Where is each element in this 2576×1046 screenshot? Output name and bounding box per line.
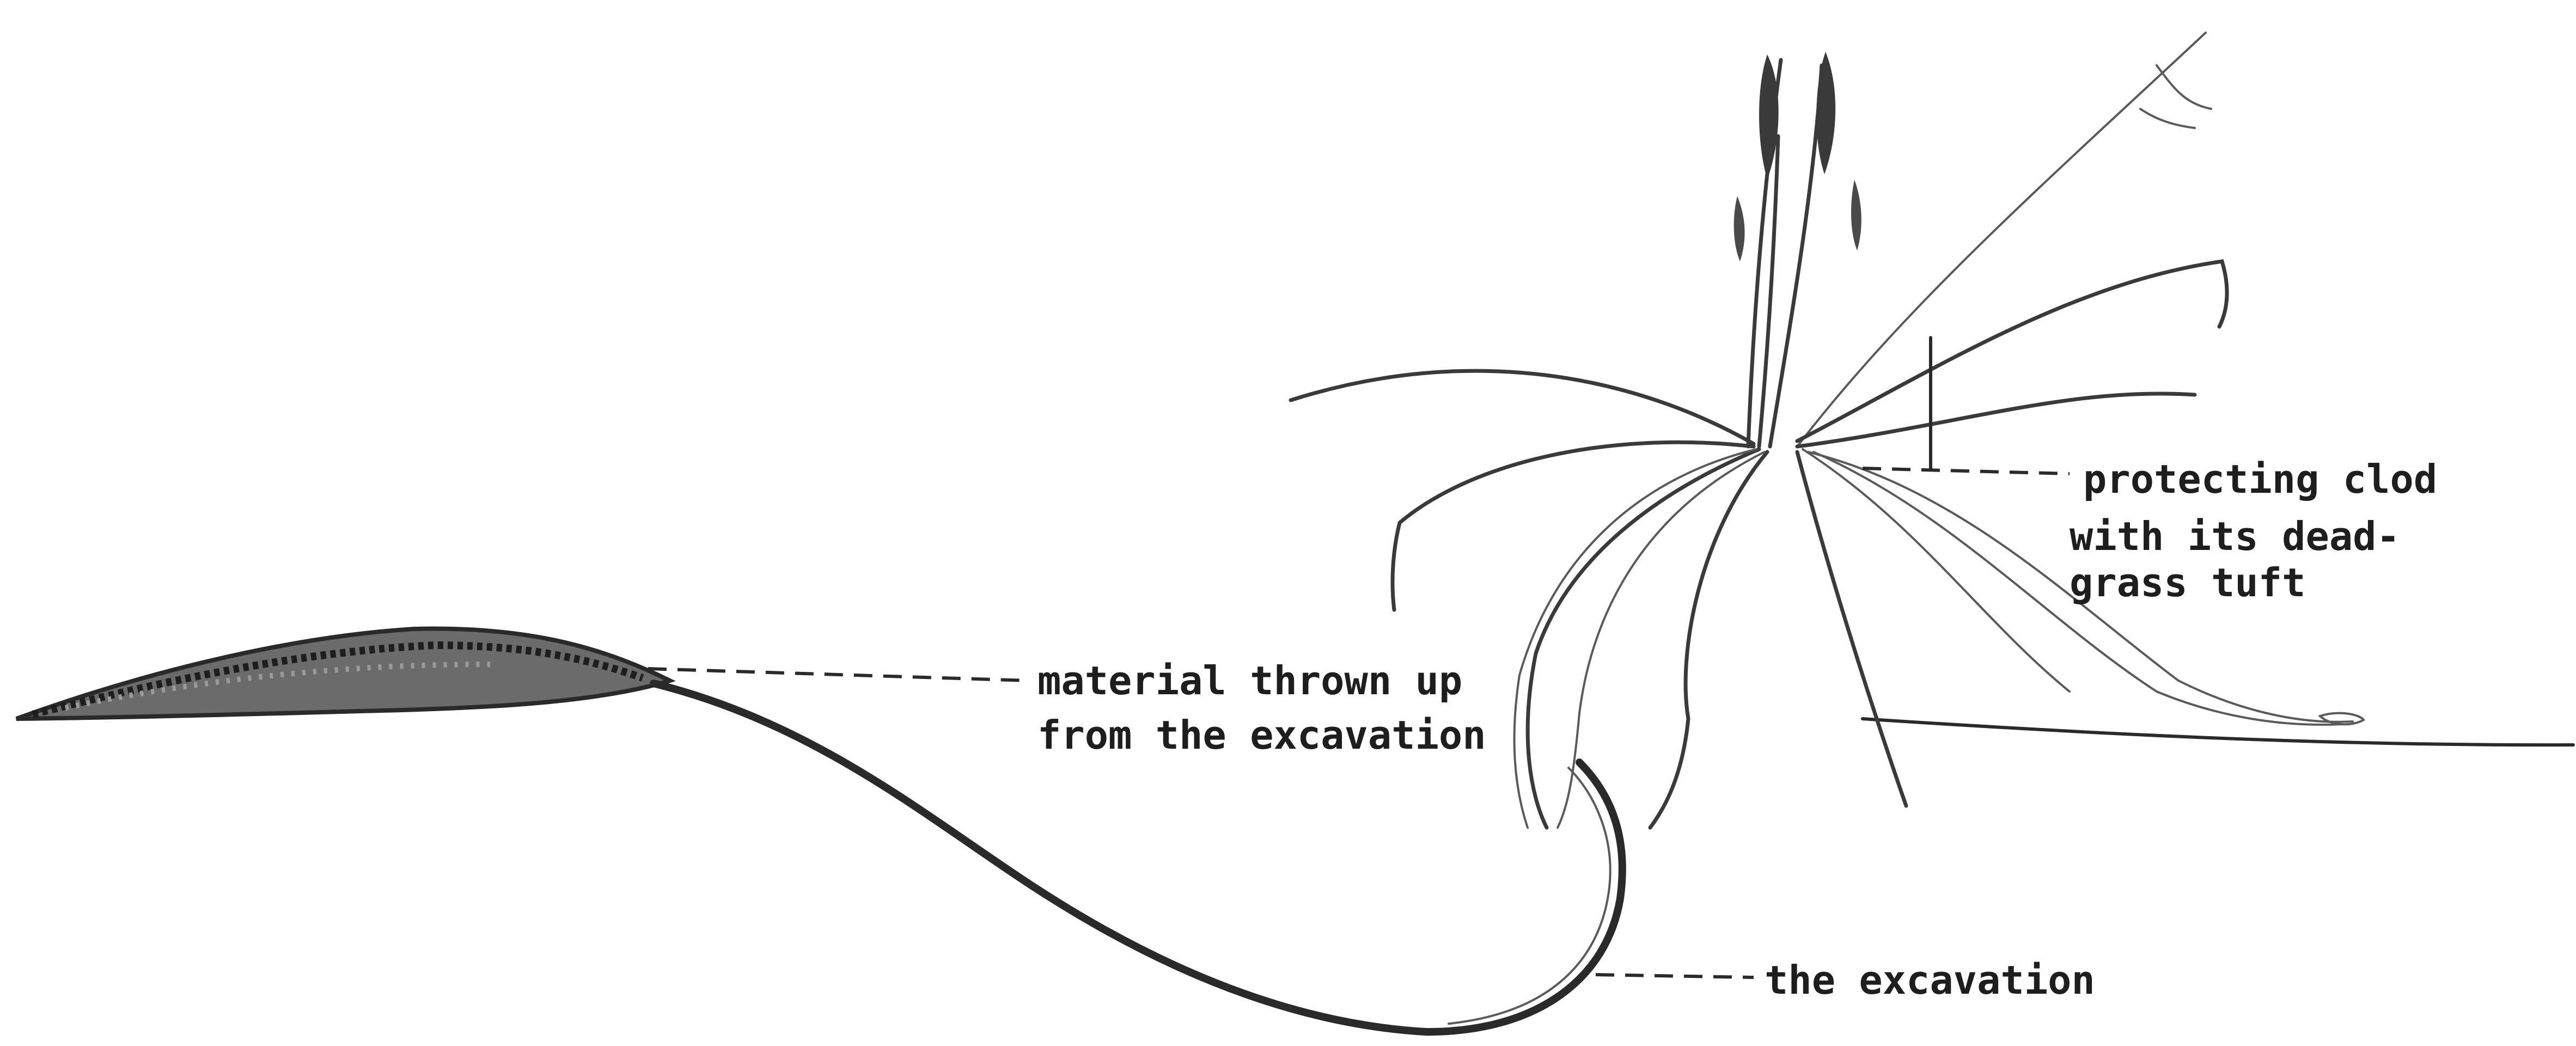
label-clod-line-2: with its dead- bbox=[2070, 513, 2400, 559]
label-material-line-2: from the excavation bbox=[1037, 712, 1486, 758]
label-clod-line-3: grass tuft bbox=[2070, 560, 2305, 605]
leader-material bbox=[648, 669, 1029, 681]
material-mound bbox=[16, 629, 670, 719]
leader-excavation bbox=[1596, 975, 1754, 977]
leader-clod bbox=[1863, 468, 2070, 474]
excavation-outline-inner bbox=[1449, 768, 1610, 1024]
label-clod-line-1: protecting clod bbox=[2083, 456, 2437, 502]
label-excavation: the excavation bbox=[1765, 957, 2095, 1003]
grass-tuft bbox=[1291, 33, 2364, 828]
label-material-line-1: material thrown up bbox=[1037, 658, 1462, 704]
ground-line-right bbox=[1863, 719, 2573, 745]
